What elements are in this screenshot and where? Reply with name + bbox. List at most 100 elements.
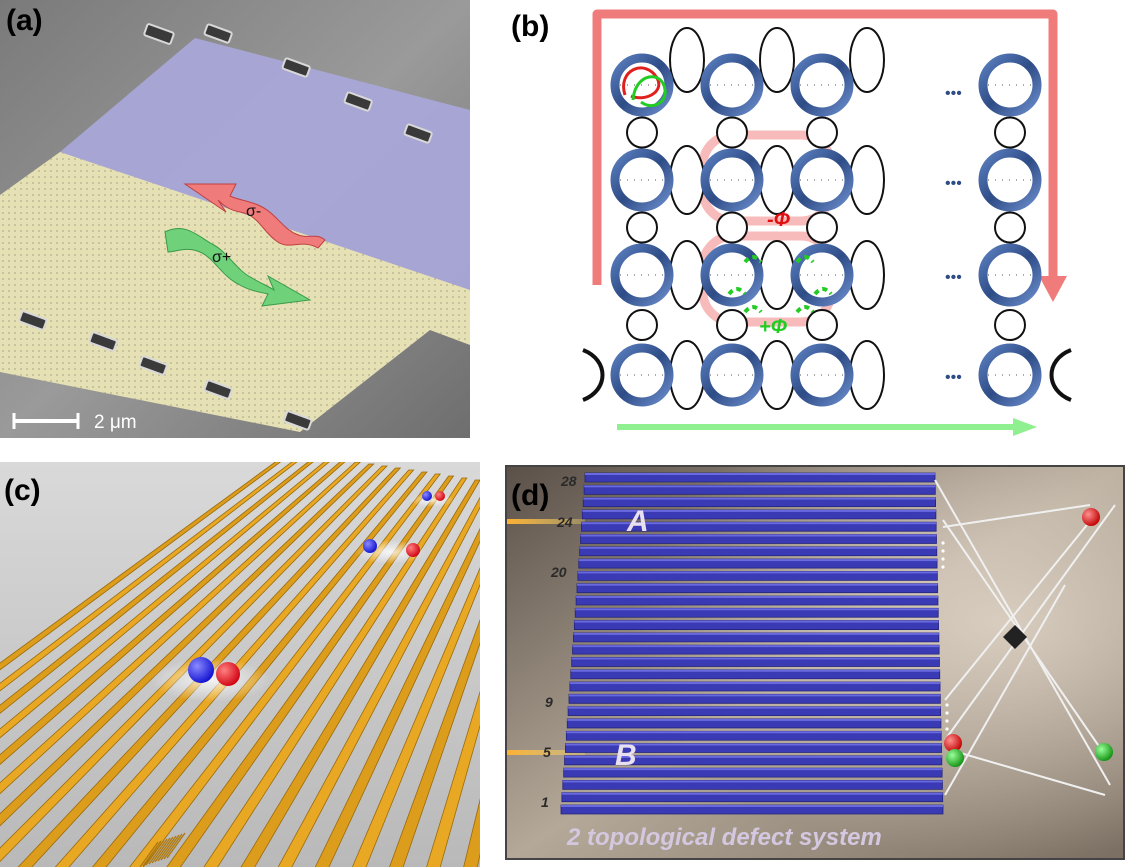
blue-rod-highlight-16 xyxy=(574,620,939,623)
phase-minus-label: -Φ xyxy=(767,209,791,231)
horizontal-link-ring-r3-c1 xyxy=(759,340,795,410)
panel-c-label: (c) xyxy=(4,474,41,507)
panel-a-sem-image: σ- σ+ 2 μm xyxy=(0,0,470,438)
vertical-link-ring-r0-c1 xyxy=(716,116,748,149)
row-tick-24: 24 xyxy=(556,514,573,530)
horizontal-link-ring-r2-c3 xyxy=(849,240,885,310)
laser-beam-A xyxy=(505,519,585,524)
etch-slots xyxy=(18,23,433,431)
green-arrow xyxy=(164,228,312,307)
blue-rod-highlight-1 xyxy=(561,805,943,807)
red-ball-top xyxy=(1082,508,1100,526)
phase-current-arc-5 xyxy=(813,287,833,296)
gold-waveguide-18 xyxy=(389,618,480,867)
blue-rod-highlight-9 xyxy=(568,706,941,709)
gold-waveguide-4 xyxy=(0,462,346,765)
site-loop-green xyxy=(631,75,667,107)
vertical-link-ring-r2-c1 xyxy=(716,309,748,341)
gold-waveguide-17 xyxy=(351,567,480,867)
ellipsis-row2: ••• xyxy=(945,175,962,192)
blue-rod-highlight-27 xyxy=(584,485,936,488)
horizontal-link-ring-r1-c0 xyxy=(669,145,705,215)
blue-rod-highlight-22 xyxy=(579,546,937,549)
gold-waveguide-14 xyxy=(240,479,480,867)
horizontal-link-ring-r2-c1 xyxy=(759,240,795,310)
defect-label-A: A xyxy=(626,505,649,538)
grating-tooth-4 xyxy=(151,837,171,864)
blue-rod-highlight-3 xyxy=(562,780,943,783)
blue-rod-26 xyxy=(582,497,936,507)
phase-current-arc-0 xyxy=(743,255,763,264)
gold-waveguide-6 xyxy=(0,463,375,827)
gold-waveguide-20 xyxy=(463,798,480,867)
scale-bar xyxy=(12,413,80,429)
blue-rod-highlight-18 xyxy=(576,595,938,598)
blue-particle-large xyxy=(188,657,214,683)
blue-rod-20 xyxy=(577,570,938,581)
blue-rod-highlight-24 xyxy=(581,522,937,525)
panel-d: 28 24 20 9 5 1 A B 2 topological defect … xyxy=(505,465,1125,867)
red-particle-small xyxy=(435,491,445,501)
ellipsis-row3: ••• xyxy=(945,269,962,286)
blue-rod-highlight-15 xyxy=(573,632,939,635)
grating-tooth-3 xyxy=(148,838,168,865)
gold-waveguide-12 xyxy=(166,475,455,867)
blue-rod-24 xyxy=(581,521,937,532)
blue-rod-8 xyxy=(566,718,942,729)
blue-rod-highlight-26 xyxy=(583,497,936,500)
topological-defect-array: 28 24 20 9 5 1 A B 2 topological defect … xyxy=(505,465,1125,860)
gold-waveguide-2 xyxy=(0,462,314,714)
panel-d-label: (d) xyxy=(511,479,550,512)
sigma-plus-label: σ+ xyxy=(212,249,231,266)
phase-current-arc-1 xyxy=(743,305,763,314)
horizontal-link-ring-r3-c0 xyxy=(669,340,705,410)
blue-rod-highlight-5 xyxy=(564,755,942,758)
blue-rod-highlight-12 xyxy=(570,669,940,672)
blue-rod-highlight-17 xyxy=(575,608,939,611)
green-ball-right xyxy=(1095,743,1113,761)
grating-tooth-5 xyxy=(154,836,174,863)
panel-b: -Φ +Φ ••• ••• ••• ••• (b) xyxy=(505,0,1125,450)
row-tick-20: 20 xyxy=(550,564,567,580)
gold-waveguide-13 xyxy=(203,477,468,867)
blue-rod-highlight-13 xyxy=(571,657,940,660)
blue-rod-highlight-28 xyxy=(585,473,935,475)
panel-c: (c) xyxy=(0,462,480,867)
blue-rod-highlight-4 xyxy=(563,768,943,771)
blue-rod-highlight-21 xyxy=(578,559,938,562)
scale-bar-label: 2 μm xyxy=(94,412,137,433)
defect-label-B: B xyxy=(615,739,637,772)
sigma-minus-label: σ- xyxy=(246,203,261,220)
blue-rod-highlight-6 xyxy=(565,743,942,746)
gold-waveguide-19 xyxy=(426,690,480,867)
row-tick-28: 28 xyxy=(560,473,577,489)
blue-rod-4 xyxy=(563,767,943,778)
gold-waveguide-3 xyxy=(0,462,330,739)
gold-waveguide-15 xyxy=(277,496,480,867)
blue-rod-highlight-10 xyxy=(569,694,941,697)
grating-tooth-1 xyxy=(142,840,162,867)
phase-current-arc-2 xyxy=(795,255,815,264)
grating-tooth-7 xyxy=(160,834,180,861)
ellipsis-row1: ••• xyxy=(945,85,962,102)
gold-waveguide-5 xyxy=(0,462,361,795)
red-particle-mid xyxy=(406,543,420,557)
panel-d-caption: 2 topological defect system xyxy=(566,824,882,851)
grating-tooth-0 xyxy=(139,841,159,867)
green-ball-bottom xyxy=(946,749,964,767)
blue-rod-highlight-14 xyxy=(572,645,940,648)
blue-rod-22 xyxy=(579,546,938,557)
gold-waveguide-array xyxy=(0,462,480,867)
laser-beam-B xyxy=(505,750,585,755)
panel-a-label: (a) xyxy=(6,4,43,37)
horizontal-link-ring-r0-c1 xyxy=(759,27,795,93)
blue-rod-18 xyxy=(575,595,939,606)
ring-lattice-diagram: -Φ +Φ ••• ••• ••• ••• xyxy=(582,9,1072,436)
row-tick-9: 9 xyxy=(545,694,553,710)
vertical-link-ring-r2-c0 xyxy=(626,309,658,341)
vertical-link-ring-r1-c3 xyxy=(994,211,1026,244)
vertical-link-ring-r1-c0 xyxy=(626,211,658,244)
blue-rod-highlight-11 xyxy=(569,682,941,685)
blue-particle-small xyxy=(422,491,432,501)
grating-tooth-2 xyxy=(145,839,165,866)
